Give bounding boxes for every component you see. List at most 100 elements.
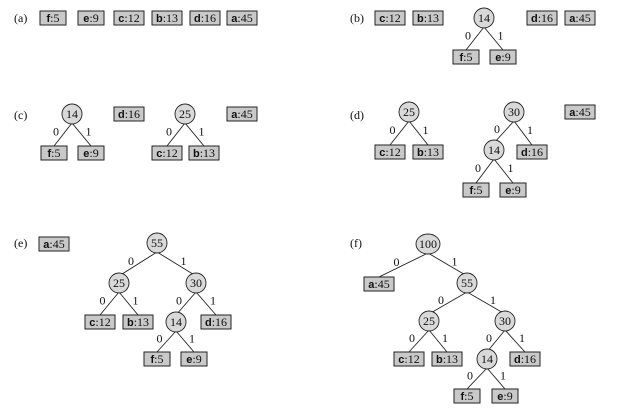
- tree-edge: [175, 330, 195, 353]
- node-weight: 30: [190, 276, 202, 290]
- leaf-sep: :: [51, 146, 54, 160]
- internal-node-30: 30: [494, 310, 516, 332]
- internal-node-14: 14: [165, 311, 187, 333]
- leaf-char: e: [186, 354, 192, 366]
- leaf-box: [452, 49, 480, 65]
- leaf-char: b: [417, 13, 424, 25]
- internal-node-25: 25: [108, 272, 130, 294]
- leaf-char: c: [398, 354, 404, 366]
- node-weight: 55: [151, 236, 163, 250]
- leaf-freq: 12: [166, 146, 178, 160]
- leaf-sep: :: [463, 50, 466, 64]
- leaf-sep: :: [134, 315, 137, 329]
- leaf-freq: 9: [93, 11, 99, 25]
- tree-edge: [71, 122, 92, 147]
- leaf-char: a: [43, 239, 50, 251]
- leaf-node-f: f:5: [40, 145, 68, 161]
- leaf-node-c: c:12: [374, 144, 406, 160]
- leaf-label: b:13: [436, 352, 458, 366]
- leaf-freq: 45: [579, 11, 591, 25]
- edge-label-1: 1: [86, 125, 92, 139]
- leaf-freq: 5: [477, 183, 483, 197]
- edge-label-0: 0: [465, 29, 471, 43]
- leaf-node-c: c:12: [393, 351, 425, 367]
- tree-edge: [389, 120, 410, 146]
- leaf-char: c: [89, 317, 95, 329]
- node-weight: 14: [66, 107, 78, 121]
- leaf-box: [122, 314, 154, 330]
- leaf-node-a: a:45: [564, 104, 596, 120]
- leaf-label: a:45: [231, 11, 252, 25]
- leaf-node-c: c:12: [113, 10, 145, 26]
- node-circle: [476, 348, 498, 370]
- leaf-node-e: e:9: [489, 49, 517, 65]
- tree-edge: [465, 26, 485, 51]
- leaf-box: [77, 10, 105, 26]
- leaf-box: [84, 314, 116, 330]
- leaf-char: b: [193, 148, 200, 160]
- leaf-node-b: b:13: [431, 351, 463, 367]
- leaf-box: [113, 106, 145, 122]
- leaf-char: d: [118, 109, 125, 121]
- panel-label: (c): [14, 108, 27, 122]
- leaf-box: [188, 145, 220, 161]
- leaf-node-e: e:9: [77, 145, 105, 161]
- tree-edge: [486, 329, 506, 353]
- leaf-label: b:13: [127, 315, 149, 329]
- leaf-node-b: b:13: [188, 145, 220, 161]
- leaf-char: b: [417, 147, 424, 159]
- leaf-box: [453, 388, 481, 404]
- leaf-freq: 12: [128, 11, 140, 25]
- leaf-char: e: [83, 148, 89, 160]
- leaf-label: a:45: [569, 105, 590, 119]
- leaf-box: [374, 144, 406, 160]
- tree-edge: [428, 329, 448, 353]
- edge-label-0: 0: [176, 294, 182, 308]
- leaf-label: c:12: [89, 315, 110, 329]
- leaf-freq: 45: [241, 107, 253, 121]
- leaf-node-a: a:45: [38, 236, 70, 252]
- leaf-freq: 45: [53, 237, 65, 251]
- leaf-char: d: [521, 147, 528, 159]
- leaf-freq: 13: [427, 11, 439, 25]
- tree-edge: [408, 329, 430, 353]
- leaf-node-d: d:16: [113, 106, 145, 122]
- leaf-freq: 13: [427, 145, 439, 159]
- leaf-freq: 13: [446, 352, 458, 366]
- leaf-label: c:12: [379, 145, 400, 159]
- leaf-node-f: f:5: [462, 182, 490, 198]
- leaf-sep: :: [538, 11, 541, 25]
- internal-node-14: 14: [473, 7, 495, 29]
- leaf-box: [180, 351, 208, 367]
- leaf-box: [113, 10, 145, 26]
- leaf-sep: :: [50, 11, 53, 25]
- leaf-label: c:12: [118, 11, 139, 25]
- edge-label-1: 1: [442, 331, 448, 345]
- leaf-label: b:13: [417, 145, 439, 159]
- edge-label-0: 0: [494, 122, 500, 136]
- leaf-freq: 13: [166, 11, 178, 25]
- edge-label-1: 1: [519, 331, 525, 345]
- leaf-freq: 12: [389, 145, 401, 159]
- edge-label-1: 1: [210, 294, 216, 308]
- leaf-freq: 16: [215, 315, 227, 329]
- leaf-label: c:12: [398, 352, 419, 366]
- edge-label-0: 0: [409, 331, 415, 345]
- tree-edge: [483, 26, 504, 51]
- leaf-label: d:16: [118, 107, 140, 121]
- internal-node-14: 14: [476, 348, 498, 370]
- leaf-sep: :: [154, 352, 157, 366]
- leaf-freq: 9: [93, 146, 99, 160]
- edge-label-1: 1: [199, 125, 205, 139]
- leaf-box: [462, 182, 490, 198]
- leaf-node-d: d:16: [189, 10, 221, 26]
- leaf-freq: 9: [505, 50, 511, 64]
- tree-edge: [53, 122, 73, 147]
- leaf-freq: 9: [515, 183, 521, 197]
- leaf-char: c: [156, 148, 162, 160]
- leaf-sep: :: [511, 183, 514, 197]
- internal-node-55: 55: [456, 272, 478, 294]
- node-weight: 100: [419, 237, 437, 251]
